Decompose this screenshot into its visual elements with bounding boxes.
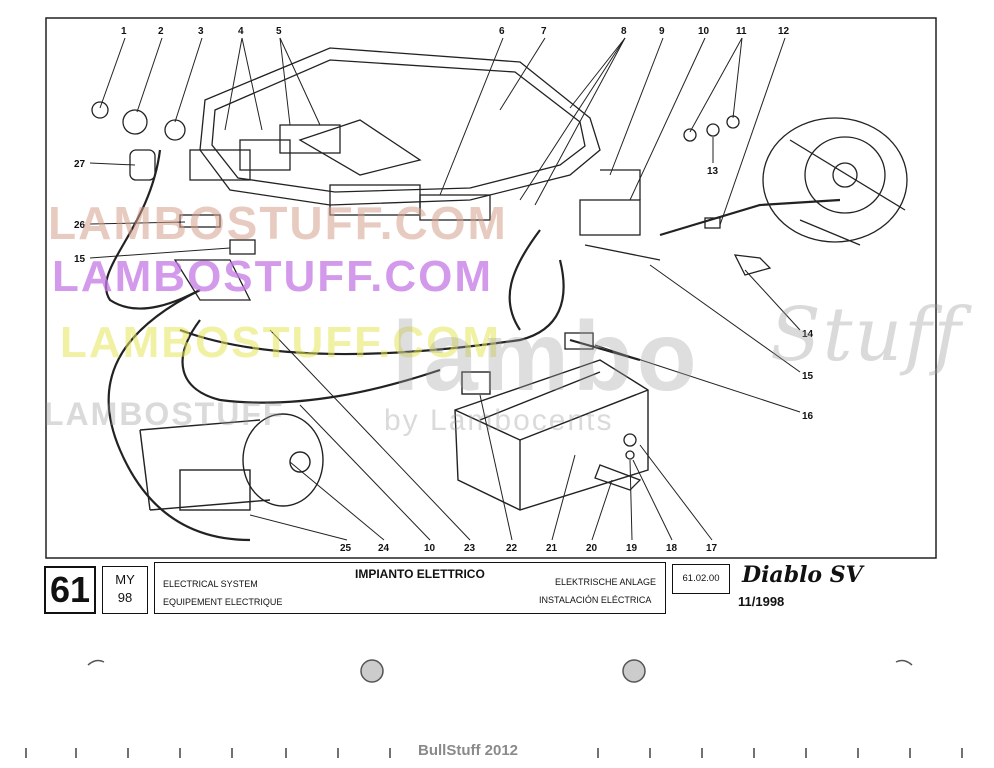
- model-year-label: MY: [115, 572, 135, 587]
- callout-label: 20: [586, 543, 598, 554]
- drawing-border: [45, 17, 937, 559]
- callout-label: 13: [707, 166, 719, 177]
- callout-label: 25: [340, 543, 352, 554]
- callout-label: 15: [74, 254, 86, 265]
- issue-date: 11/1998: [738, 594, 785, 609]
- page-number: 61: [44, 566, 96, 614]
- description-box: IMPIANTO ELETTRICO ELECTRICAL SYSTEM EQU…: [154, 562, 666, 614]
- callout-label: 18: [666, 543, 678, 554]
- diablo-sv-logo: Diablo SV: [742, 562, 863, 588]
- fuse-box: [189, 47, 601, 221]
- relay-unit: [579, 169, 661, 261]
- drawing-code: 61.02.00: [672, 564, 730, 594]
- callouts: 1 2 3 4 5 6 7 8 9 10 11 12 27 26 15 13 1…: [74, 26, 814, 554]
- title-spanish: INSTALACIÓN ELÉCTRICA: [539, 595, 652, 605]
- callout-label: 17: [706, 543, 718, 554]
- callout-label: 11: [736, 26, 747, 37]
- callout-label: 24: [378, 543, 390, 554]
- ruler-ticks: [25, 748, 963, 758]
- model-year-box: MY 98: [102, 566, 148, 614]
- connector-parts: [91, 101, 772, 491]
- callout-label: 8: [621, 26, 627, 37]
- alternator: [762, 117, 908, 246]
- footer-credit: BullStuff 2012: [418, 742, 519, 759]
- callout-label: 16: [802, 411, 814, 422]
- callout-label: 14: [802, 329, 814, 340]
- callout-label: 4: [238, 26, 244, 37]
- callout-label: 10: [424, 543, 436, 554]
- title-german: ELEKTRISCHE ANLAGE: [555, 577, 657, 587]
- callout-label: 12: [778, 26, 790, 37]
- callout-label: 15: [802, 371, 814, 382]
- callout-label: 26: [74, 220, 86, 231]
- leader-lines: [89, 37, 801, 541]
- callout-label: 2: [158, 26, 164, 37]
- callout-label: 23: [464, 543, 476, 554]
- title-english: ELECTRICAL SYSTEM: [163, 579, 258, 589]
- callout-label: 19: [626, 543, 638, 554]
- callout-label: 1: [121, 26, 127, 37]
- callout-label: 9: [659, 26, 665, 37]
- callout-label: 22: [506, 543, 518, 554]
- callout-label: 10: [698, 26, 710, 37]
- callout-label: 6: [499, 26, 505, 37]
- binder-holes: [87, 659, 913, 683]
- title-italian: IMPIANTO ELETTRICO: [355, 567, 485, 581]
- callout-label: 3: [198, 26, 204, 37]
- title-french: EQUIPEMENT ELECTRIQUE: [163, 597, 283, 607]
- starter-motor: [139, 413, 324, 511]
- callout-label: 7: [541, 26, 547, 37]
- model-year-value: 98: [117, 590, 133, 605]
- callout-label: 27: [74, 159, 86, 170]
- battery: [454, 359, 649, 511]
- callout-label: 5: [276, 26, 282, 37]
- callout-label: 21: [546, 543, 558, 554]
- cables: [104, 149, 841, 542]
